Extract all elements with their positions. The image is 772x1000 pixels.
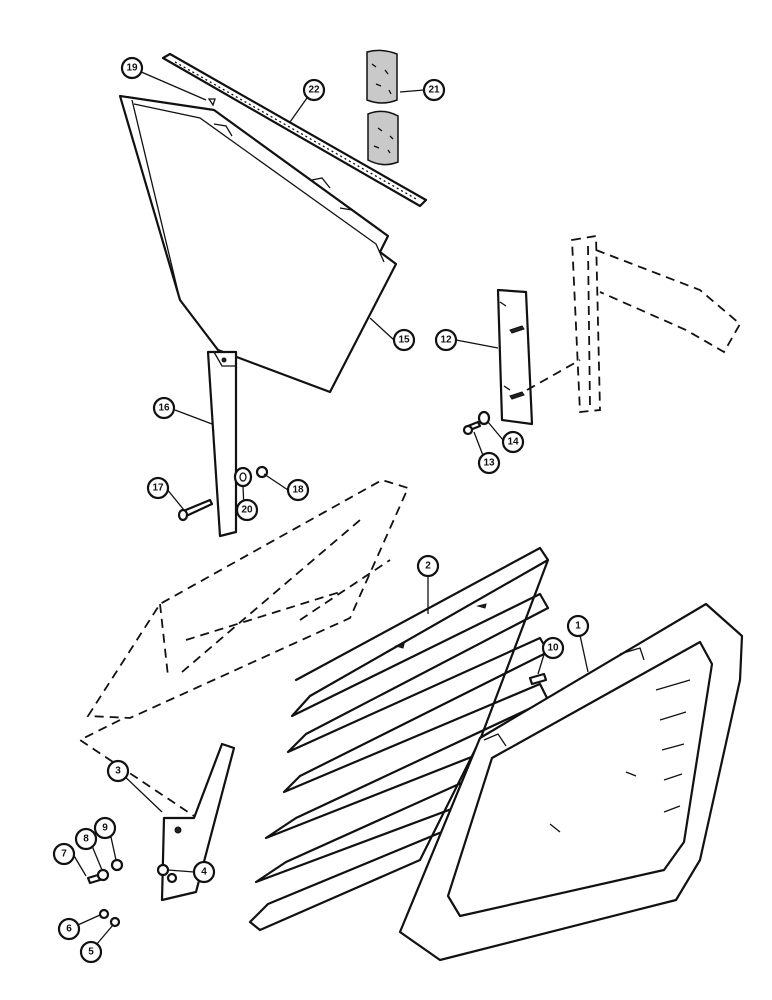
callout-9: 9 [93,816,117,840]
callout-14: 14 [501,430,525,454]
callout-label-2: 2 [425,561,431,572]
reference-upright-frame [526,234,742,413]
callout-22: 22 [302,78,326,102]
callout-label-9: 9 [102,823,108,834]
callout-18: 18 [286,478,310,502]
part-2-grille-louver [248,546,550,932]
callout-7: 7 [52,842,76,866]
callout-2: 2 [416,554,440,578]
callout-10: 10 [541,636,565,660]
callout-label-20: 20 [241,505,253,516]
callout-1: 1 [566,614,590,638]
parts-4-to-9-hardware [86,858,178,928]
callout-label-4: 4 [201,867,207,878]
part-16-support-bracket [206,350,238,538]
callout-label-17: 17 [152,483,164,494]
callout-label-12: 12 [440,335,452,346]
callout-label-1: 1 [575,621,581,632]
callout-label-19: 19 [126,63,138,74]
callout-21: 21 [422,78,446,102]
part-12-plate [496,288,534,426]
callout-label-14: 14 [507,437,519,448]
part-10-clip [528,672,548,686]
part-1-grille-frame [398,602,744,962]
callout-4: 4 [192,860,216,884]
callout-20: 20 [235,498,259,522]
callout-label-15: 15 [398,335,410,346]
part-22-seal-strip [161,52,428,208]
callout-16: 16 [152,396,176,420]
callout-label-18: 18 [292,485,304,496]
callout-label-10: 10 [547,643,559,654]
callout-label-3: 3 [115,766,121,777]
callout-19: 19 [120,56,144,80]
part-19-clip [207,98,216,107]
part-14-washer [477,410,491,426]
part-9-washer [110,858,124,872]
callout-label-21: 21 [428,85,440,96]
part-17-bolt [177,498,214,522]
callout-5: 5 [79,940,103,964]
callout-label-22: 22 [308,85,320,96]
callout-8: 8 [74,827,98,851]
part-8-washer [96,868,110,882]
callout-17: 17 [146,476,170,500]
callout-6: 6 [57,917,81,941]
callout-label-5: 5 [88,947,94,958]
callout-label-16: 16 [158,403,170,414]
callout-12: 12 [434,328,458,352]
part-6-washer [98,908,110,920]
callout-15: 15 [392,328,416,352]
part-4-nut [156,863,170,877]
part-3-bracket [160,742,236,902]
part-5-nut [109,916,121,928]
reference-mounting-frame [78,479,410,822]
part-21-foam-pads [366,49,399,166]
callout-label-8: 8 [83,834,89,845]
callout-3: 3 [106,759,130,783]
callout-label-7: 7 [61,849,67,860]
callout-13: 13 [477,451,501,475]
callout-label-6: 6 [66,924,72,935]
part-20-washer [233,466,253,488]
part-13-screw [462,420,482,436]
part-15-cover-panel [118,94,398,394]
callout-label-13: 13 [483,458,495,469]
